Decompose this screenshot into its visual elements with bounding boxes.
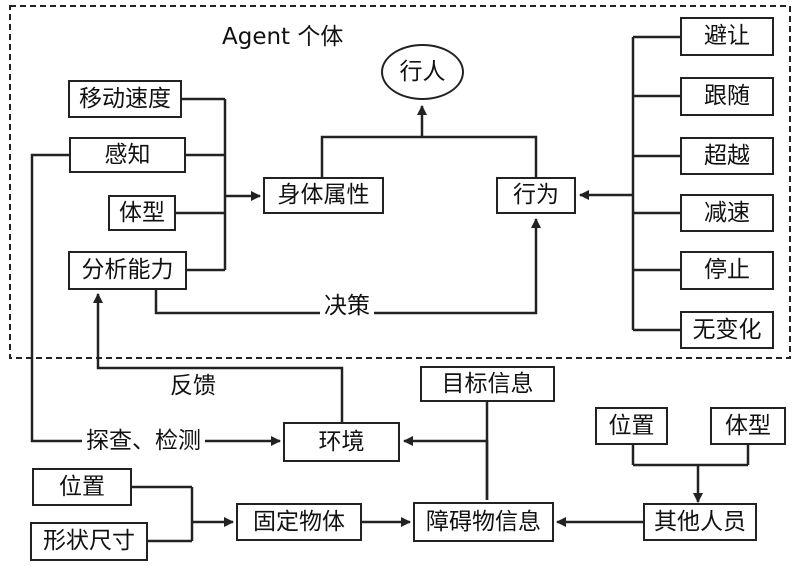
environment-node: 环境: [283, 422, 400, 462]
follow-node: 跟随: [680, 77, 774, 116]
right-body-type-node: 体型: [710, 407, 786, 445]
no-change-node: 无变化: [680, 311, 774, 349]
obstacle-to-environment-arrow: [403, 436, 489, 500]
behavior-node: 行为: [496, 177, 576, 214]
agent-group-title: Agent 个体: [222, 24, 344, 50]
left-position-node: 位置: [32, 468, 132, 506]
body-type-node: 体型: [108, 195, 176, 231]
avoid-node: 避让: [680, 17, 774, 56]
feedback-label: 反馈: [170, 373, 216, 399]
perception-node: 感知: [69, 137, 186, 173]
overtake-node: 超越: [680, 137, 774, 175]
right-position-node: 位置: [595, 407, 668, 445]
fixed-object-node: 固定物体: [236, 503, 362, 541]
shape-size-node: 形状尺寸: [30, 522, 148, 561]
decelerate-node: 减速: [680, 194, 774, 232]
analysis-ability-node: 分析能力: [68, 251, 187, 290]
explore-detect-label: 探查、检测: [82, 430, 205, 453]
obstacle-info-node: 障碍物信息: [413, 502, 554, 542]
stop-node: 停止: [680, 251, 774, 290]
other-persons-node: 其他人员: [643, 503, 757, 541]
body-attr-to-pedestrian: [320, 135, 538, 177]
body-attributes-node: 身体属性: [263, 177, 384, 214]
move-speed-node: 移动速度: [68, 80, 182, 118]
pedestrian-node: 行人: [381, 44, 464, 100]
decision-label: 决策: [320, 295, 374, 318]
feedback-line: [93, 293, 344, 422]
target-info-node: 目标信息: [420, 366, 555, 402]
agent-group-boundary: [9, 5, 791, 359]
